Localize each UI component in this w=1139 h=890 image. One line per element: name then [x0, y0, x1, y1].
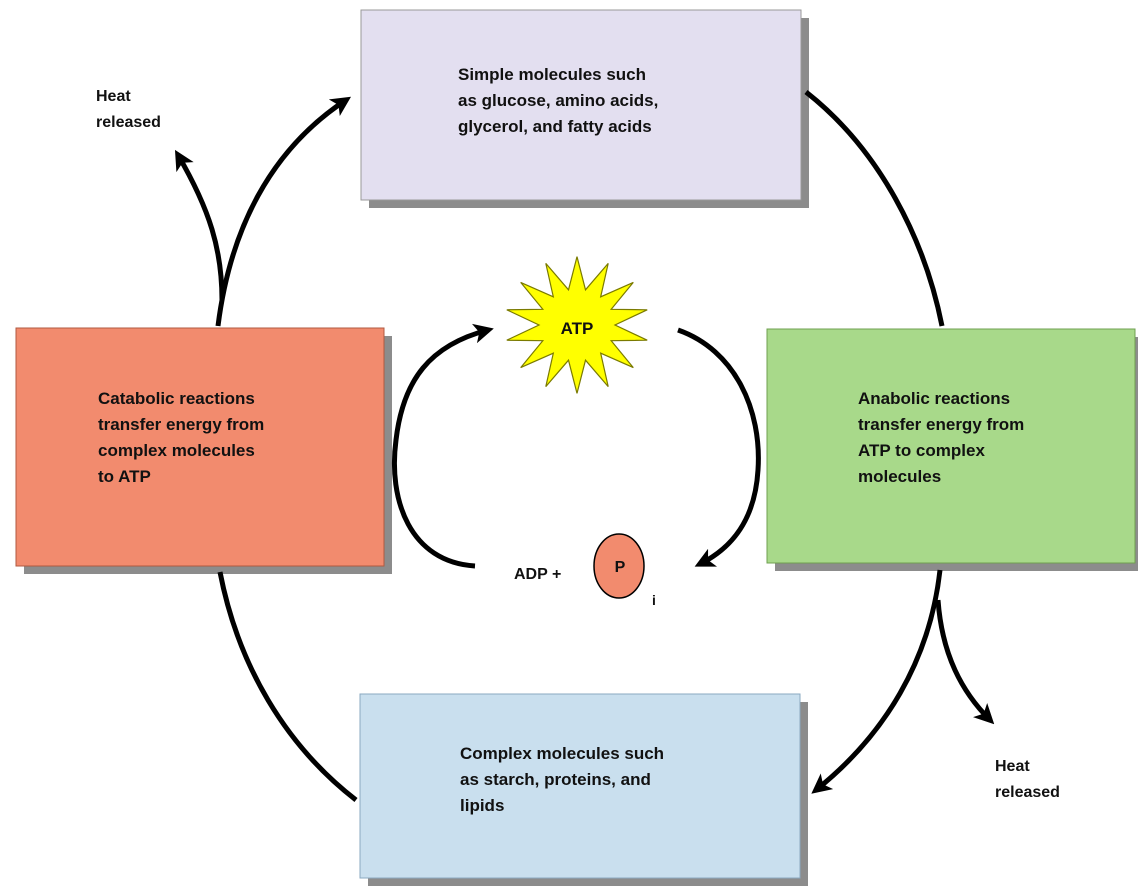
- atp-to-adp-arrow: [677, 327, 761, 567]
- anabolic-line-4: molecules: [858, 467, 941, 486]
- anabolic-line-1: Anabolic reactions: [858, 389, 1010, 408]
- heat-released-right-label: Heat released: [995, 758, 1060, 801]
- anabolic-line-2: transfer energy from: [858, 415, 1024, 434]
- complex-molecules-line-2: as starch, proteins, and: [460, 770, 651, 789]
- atp-starburst: ATP: [506, 256, 648, 394]
- heat-released-left-arrow: [174, 149, 225, 301]
- phosphate-label: P: [615, 559, 626, 576]
- catabolic-line-4: to ATP: [98, 467, 151, 486]
- catabolic-box-bg: [15, 327, 385, 567]
- anabolic-box: Anabolic reactions transfer energy from …: [766, 328, 1138, 571]
- phosphate-group: P i: [593, 533, 656, 608]
- anabolic-to-complex-arrow: [811, 569, 943, 794]
- anabolic-box-bg: [766, 328, 1136, 564]
- simple-molecules-text: Simple molecules such as glucose, amino …: [458, 65, 663, 136]
- phosphate-circle: [593, 533, 645, 599]
- complex-molecules-box: Complex molecules such as starch, protei…: [359, 693, 808, 886]
- heat-right-line-1: Heat: [995, 758, 1030, 775]
- heat-left-line-2: released: [96, 114, 161, 131]
- catabolic-line-2: transfer energy from: [98, 415, 264, 434]
- simple-molecules-box: Simple molecules such as glucose, amino …: [360, 9, 809, 208]
- catabolic-to-simple-arrow: [215, 96, 352, 327]
- simple-molecules-line-2: as glucose, amino acids,: [458, 91, 658, 110]
- complex-molecules-line-1: Complex molecules such: [460, 744, 664, 763]
- heat-left-line-1: Heat: [96, 88, 131, 105]
- atp-label: ATP: [561, 319, 594, 338]
- heat-released-left-label: Heat released: [96, 88, 161, 131]
- adp-to-atp-arrow: [391, 323, 494, 569]
- complex-to-catabolic-curve: [217, 571, 358, 802]
- simple-molecules-box-bg: [360, 9, 802, 201]
- simple-to-anabolic-curve: [804, 90, 945, 327]
- phosphate-subscript: i: [652, 592, 656, 608]
- atp-starburst-shape: [506, 256, 648, 394]
- complex-molecules-line-3: lipids: [460, 796, 504, 815]
- complex-molecules-box-bg: [359, 693, 801, 879]
- catabolic-text: Catabolic reactions transfer energy from…: [98, 389, 269, 486]
- heat-released-right-arrow: [935, 599, 995, 725]
- anabolic-text: Anabolic reactions transfer energy from …: [858, 389, 1029, 486]
- simple-molecules-line-1: Simple molecules such: [458, 65, 646, 84]
- catabolic-line-1: Catabolic reactions: [98, 389, 255, 408]
- catabolic-line-3: complex molecules: [98, 441, 255, 460]
- heat-right-line-2: released: [995, 784, 1060, 801]
- catabolic-box: Catabolic reactions transfer energy from…: [15, 327, 392, 574]
- complex-molecules-text: Complex molecules such as starch, protei…: [460, 744, 669, 815]
- adp-label: ADP +: [514, 566, 561, 583]
- anabolic-line-3: ATP to complex: [858, 441, 985, 460]
- simple-molecules-line-3: glycerol, and fatty acids: [458, 117, 652, 136]
